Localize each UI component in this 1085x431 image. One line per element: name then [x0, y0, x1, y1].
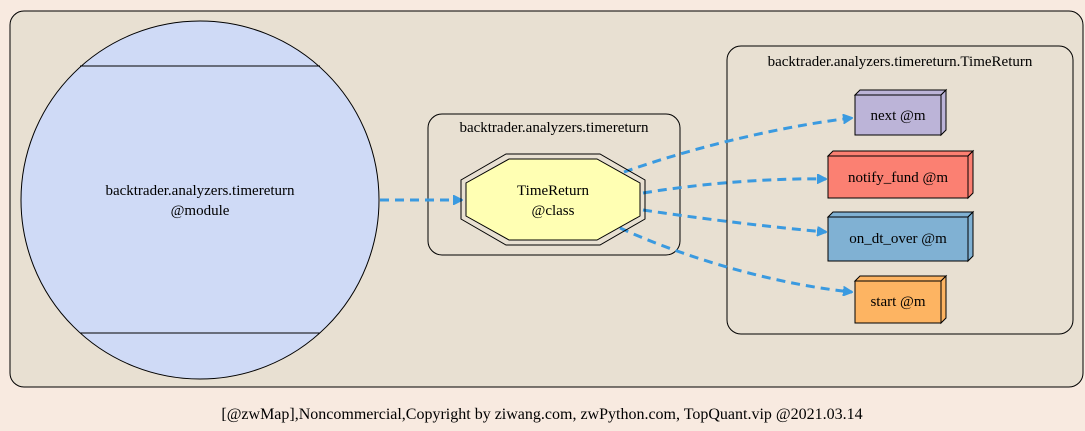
- method-label-start: start @m: [870, 294, 925, 310]
- method-node-start[interactable]: start @m: [853, 274, 948, 325]
- method-box-side: [940, 88, 947, 137]
- module-cluster-label: backtrader.analyzers.timereturn: [459, 120, 649, 136]
- module-node[interactable]: backtrader.analyzers.timereturn @module: [20, 20, 380, 380]
- module-cluster: backtrader.analyzers.timereturn: [427, 113, 681, 256]
- class-octagon-outer: [460, 153, 646, 246]
- method-node-notify-fund[interactable]: notify_fund @m: [826, 149, 975, 200]
- edge-class-to-start: [619, 226, 852, 292]
- method-box-face: [827, 216, 969, 262]
- edge-class-to-notify-fund: [642, 179, 826, 195]
- method-box-side: [967, 149, 974, 200]
- method-box-face: [827, 155, 969, 199]
- method-box-side: [967, 210, 974, 263]
- class-cluster: backtrader.analyzers.timereturn.TimeRetu…: [726, 45, 1074, 335]
- edge-class-to-next: [623, 118, 852, 174]
- class-node-label: TimeReturn: [517, 183, 589, 199]
- module-node-sublabel: @module: [171, 203, 230, 219]
- method-box-face: [854, 280, 942, 324]
- module-node-label: backtrader.analyzers.timereturn: [105, 183, 295, 199]
- class-node[interactable]: TimeReturn @class: [460, 153, 646, 246]
- method-label-on-dt-over: on_dt_over @m: [849, 231, 947, 247]
- class-octagon-inner: [465, 158, 641, 241]
- method-box-face: [854, 94, 942, 136]
- method-box-top: [826, 211, 975, 218]
- method-node-next[interactable]: next @m: [853, 88, 948, 137]
- method-box-top: [826, 150, 975, 157]
- method-box-side: [940, 274, 947, 325]
- method-label-next: next @m: [870, 108, 925, 124]
- class-cluster-label: backtrader.analyzers.timereturn.TimeRetu…: [768, 54, 1033, 70]
- module-circle: [20, 20, 380, 380]
- method-box-top: [853, 275, 948, 282]
- method-node-on-dt-over[interactable]: on_dt_over @m: [826, 210, 975, 263]
- edge-class-to-on-dt-over: [642, 208, 826, 232]
- method-box-top: [853, 89, 948, 96]
- method-label-notify-fund: notify_fund @m: [848, 170, 948, 186]
- class-node-sublabel: @class: [532, 203, 575, 219]
- footer-copyright: [@zwMap],Noncommercial,Copyright by ziwa…: [221, 406, 862, 423]
